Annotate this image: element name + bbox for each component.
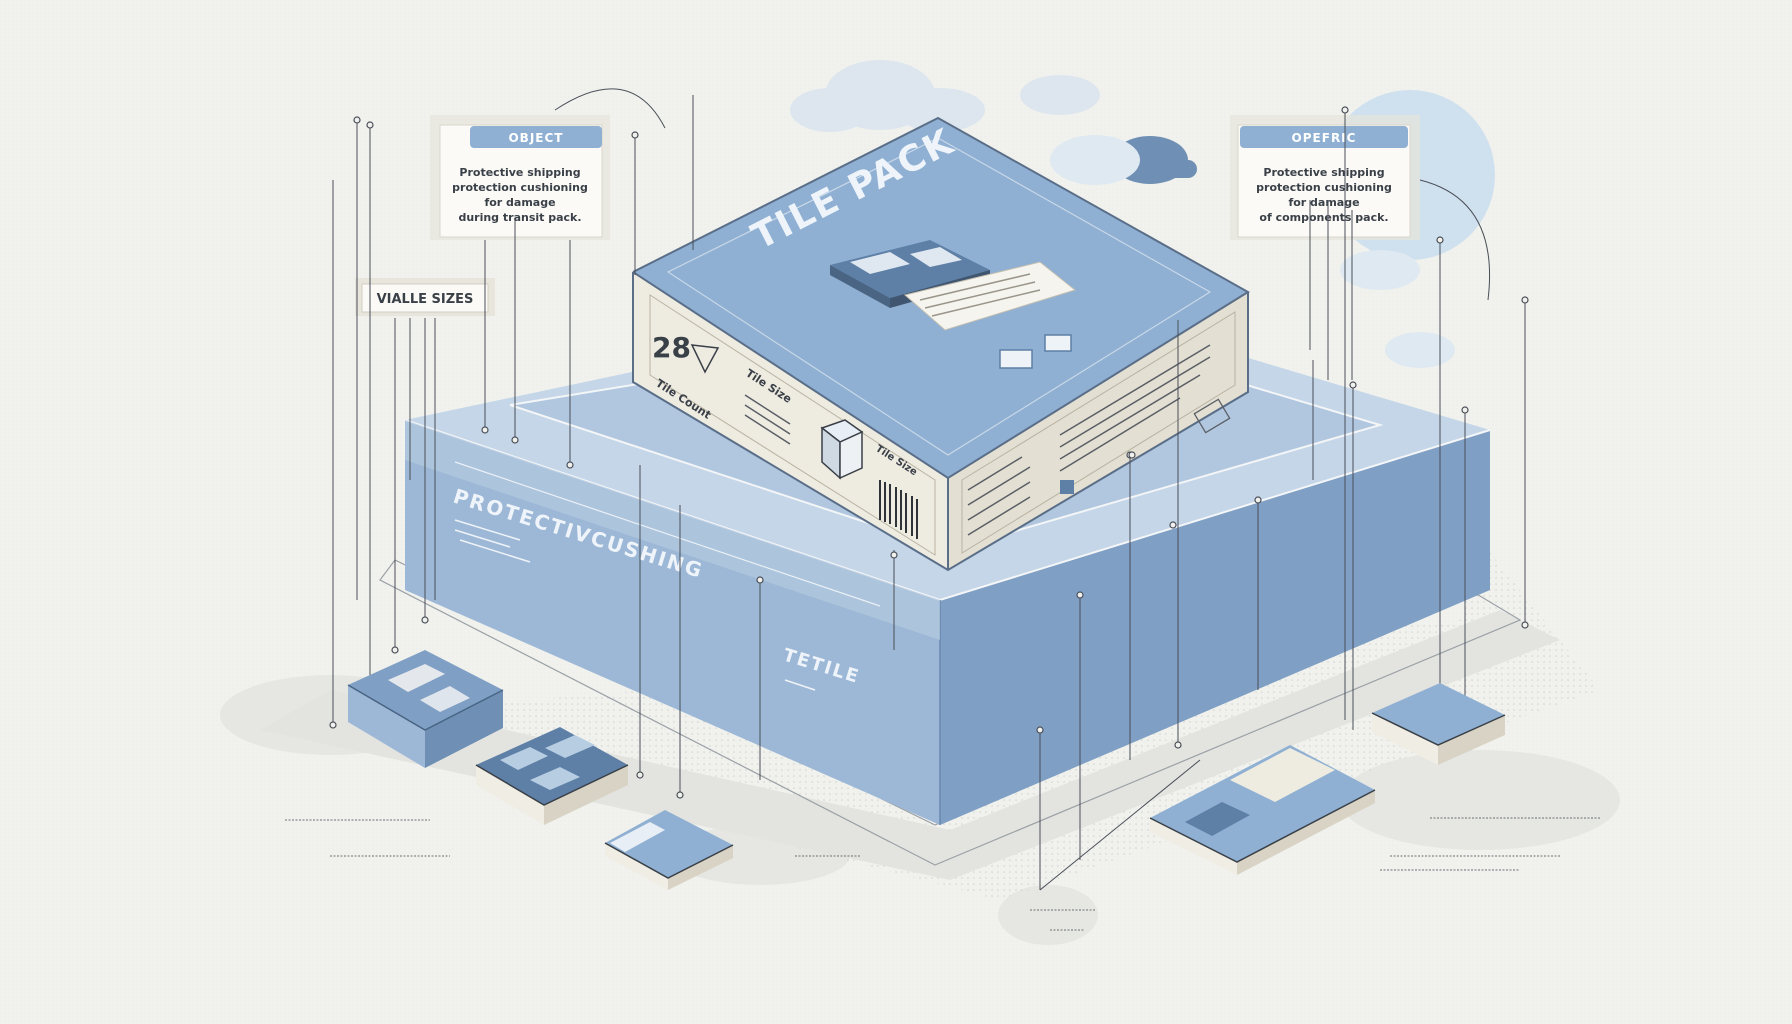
top-badges: [999, 334, 1072, 369]
callout-left: [430, 115, 610, 240]
callout-right-line-2: protection cushioning: [1256, 181, 1392, 194]
size-tag-label: VIALLE SIZES: [377, 292, 474, 307]
callout-right-title: OPEFRIC: [1292, 131, 1357, 145]
box-icon: [820, 419, 864, 480]
tile-stack-icon: [604, 810, 734, 890]
callout-left-line-2: protection cushioning: [452, 181, 588, 194]
tile-stack-icon: [830, 240, 990, 308]
box-count-number: 28: [652, 331, 691, 364]
ground-shadow: [260, 610, 1560, 880]
barcode-icon: [879, 480, 918, 539]
top-label-sheet: [903, 261, 1077, 331]
square-badge: [1060, 480, 1074, 494]
tile-stack-icon: [1371, 683, 1506, 765]
side-fine-print: [744, 394, 791, 445]
leader-dots: [329, 106, 1529, 799]
callout-right-line-1: Protective shipping: [1263, 166, 1384, 179]
panel-icon: [1193, 398, 1231, 434]
tile-stack-icon: [1149, 745, 1376, 875]
callout-right: [1230, 115, 1420, 240]
tile-stack-icon: [475, 727, 629, 825]
leader-lines: [332, 88, 1526, 891]
callout-left-title: OBJECT: [508, 131, 563, 145]
tile-stack-icon: [347, 650, 504, 768]
callout-right-line-3: for damage: [1288, 196, 1359, 209]
callout-left-line-3: for damage: [484, 196, 555, 209]
base-fine-print: [454, 519, 816, 691]
callout-left-line-1: Protective shipping: [459, 166, 580, 179]
callout-left-line-4: during transit pack.: [458, 211, 581, 224]
size-tag: [355, 278, 495, 316]
right-face-text: [967, 344, 1211, 536]
cloud-icon: [790, 60, 1100, 132]
callout-right-line-4: of components pack.: [1259, 211, 1388, 224]
cloud-icon: [1050, 135, 1455, 368]
arrow-icon: [690, 344, 720, 374]
bottom-fine-print: [285, 817, 1600, 931]
